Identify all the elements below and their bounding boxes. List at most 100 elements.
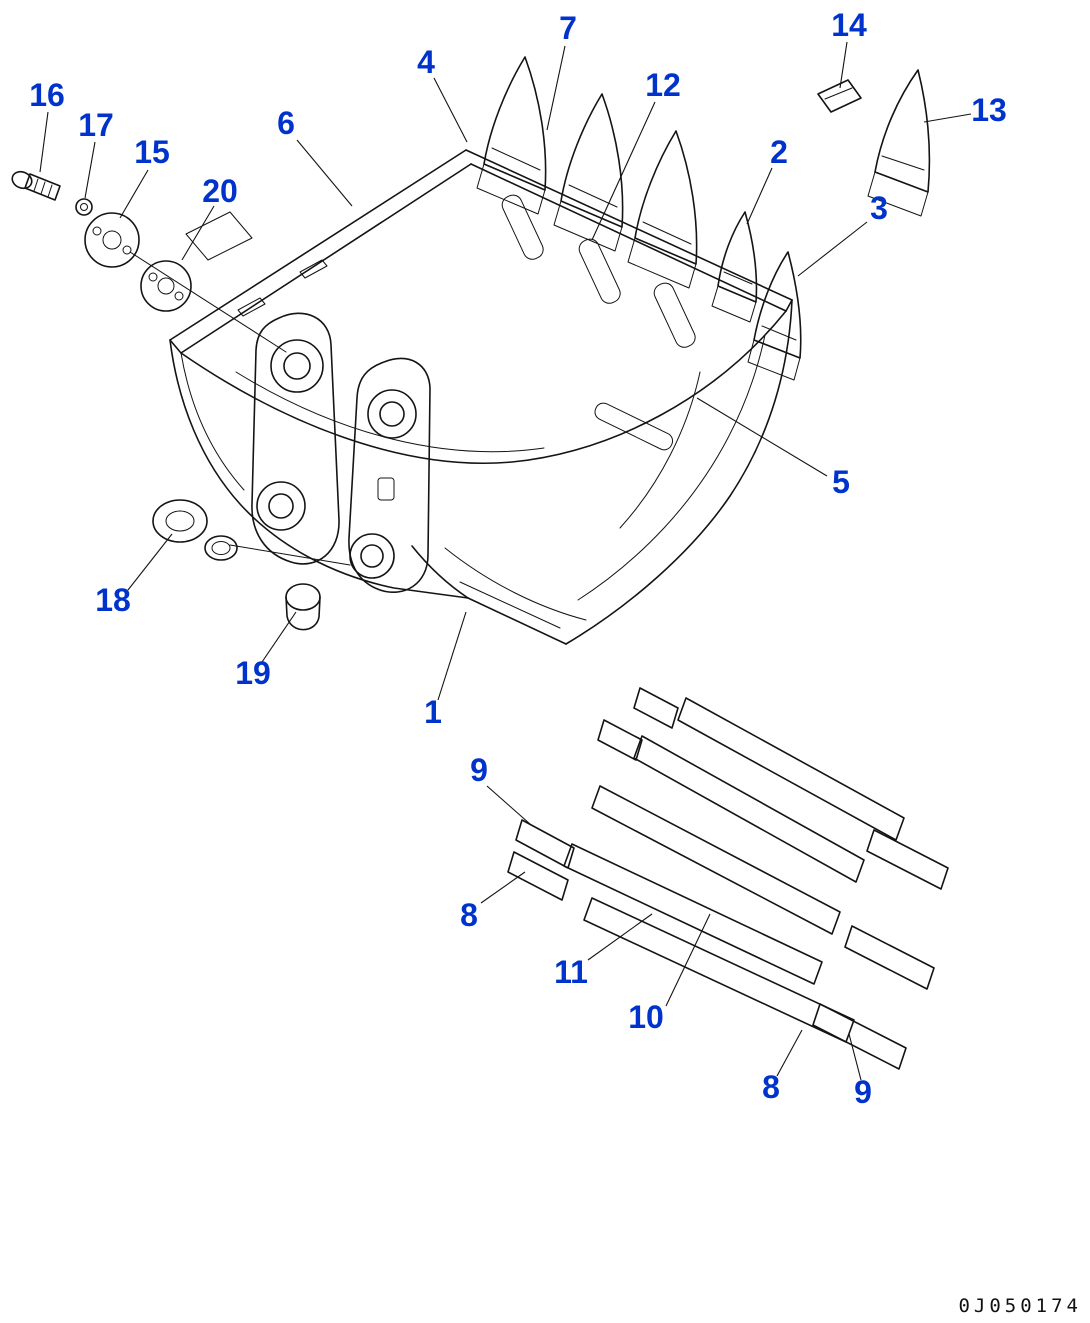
bucket-assembly-art	[11, 56, 949, 1070]
side-cutter-base	[711, 285, 757, 323]
hinge-boss	[349, 533, 395, 579]
washer-hole	[80, 203, 88, 211]
bolt-head	[11, 170, 33, 190]
wear-strip	[677, 697, 905, 841]
bushing-ring	[204, 535, 238, 561]
hinge-pin-hole	[283, 352, 311, 380]
bolt-shaft	[24, 173, 61, 201]
callout-10: 10	[628, 999, 664, 1035]
shim-bolt-hole	[122, 245, 132, 255]
spare-tooth-base	[867, 171, 929, 217]
callout-9-right: 9	[854, 1074, 872, 1110]
leader-16	[39, 111, 49, 173]
callout-13: 13	[971, 92, 1007, 128]
cutting-edge-inner	[459, 581, 561, 629]
wear-strip-segment	[866, 829, 949, 890]
leader-11	[587, 913, 653, 961]
assembly-guide-line	[229, 544, 351, 566]
wear-strip	[563, 843, 823, 985]
bracket-slot	[377, 477, 395, 501]
callout-8-right: 8	[762, 1069, 780, 1105]
bucket-shell-curve-line	[619, 371, 701, 529]
leader-18	[127, 533, 173, 591]
wear-strip-segment	[507, 851, 569, 901]
bucket-tooth	[483, 56, 547, 191]
leader-8-right	[776, 1029, 803, 1077]
spare-tooth-line	[881, 155, 925, 171]
wear-strip-segment	[633, 687, 679, 729]
leader-17	[84, 141, 96, 199]
leader-2	[746, 167, 773, 225]
wear-strip-segment	[812, 1003, 907, 1070]
shim-center-hole	[102, 230, 122, 250]
hinge-boss	[256, 481, 306, 531]
tooth-locking-plate-line	[824, 87, 853, 100]
shim-bolt-hole	[92, 226, 102, 236]
washer	[75, 198, 93, 216]
hinge-bracket	[251, 312, 340, 565]
callout-9-left: 9	[470, 752, 488, 788]
wear-strip	[591, 785, 841, 935]
back-rail-slot	[299, 259, 328, 279]
callout-19: 19	[235, 655, 271, 691]
cutting-edge-outer	[467, 597, 567, 645]
hinge-boss	[270, 339, 324, 393]
callout-18: 18	[95, 582, 131, 618]
bucket-left-side-inner	[180, 352, 245, 491]
hinge-pin-hole	[268, 493, 294, 519]
tooth-locking-plate	[817, 79, 862, 113]
bolt-thread	[33, 178, 39, 192]
shim-bolt-hole	[148, 272, 158, 282]
bucket-lip-inner	[470, 163, 787, 312]
leader-15	[119, 169, 149, 219]
spare-tooth	[874, 69, 931, 193]
corner-tooth-base	[747, 339, 801, 381]
side-cutter-line	[723, 271, 753, 285]
tooth-adapter-base	[553, 200, 623, 252]
bushing-bore	[165, 510, 195, 532]
bushing-body	[285, 596, 321, 631]
bushing-top	[285, 583, 321, 611]
leader-12	[591, 101, 656, 241]
bucket-shell-outer-edge	[565, 299, 793, 645]
bucket-interior-rib	[235, 371, 545, 453]
callout-20: 20	[202, 173, 238, 209]
wear-strip-segment	[515, 819, 575, 869]
bucket-lip-outer	[465, 149, 793, 301]
shim-plate	[84, 212, 140, 268]
leader-20	[181, 205, 215, 261]
bucket-lip-end	[785, 299, 793, 312]
hinge-bracket	[348, 357, 431, 594]
bushing-ring-bore	[211, 541, 231, 555]
callout-14: 14	[831, 7, 867, 43]
leader-13	[923, 113, 972, 123]
leader-14	[839, 41, 848, 89]
bucket-bottom-curve-line	[444, 547, 587, 621]
leader-5	[696, 397, 828, 477]
bushing-flange	[152, 499, 208, 543]
shim-backing-plate	[185, 211, 253, 261]
leader-1	[437, 611, 467, 701]
leader-8-left	[480, 871, 526, 904]
bucket-bottom-left-curve	[411, 545, 469, 599]
leader-4	[433, 77, 468, 143]
hinge-boss	[367, 389, 417, 439]
wear-strip-segment	[597, 719, 643, 761]
callout-labels: 16 17 15 20 6 4 7 12 2 14 13 3 5 18 19 1…	[29, 7, 1007, 1110]
side-plate-slot	[594, 402, 674, 451]
shim-bolt-hole	[174, 291, 184, 301]
callout-7: 7	[559, 10, 577, 46]
corner-tooth	[753, 251, 802, 359]
leader-10	[665, 913, 711, 1007]
tooth-adapter-base	[476, 163, 546, 215]
hinge-pin-hole	[379, 401, 405, 427]
callout-12: 12	[645, 67, 681, 103]
corner-tooth-line	[761, 325, 797, 341]
leader-3	[797, 221, 868, 277]
callout-4: 4	[417, 44, 435, 80]
callout-11: 11	[554, 954, 588, 990]
bucket-back-rail-inner	[180, 163, 472, 354]
shim-plate	[140, 260, 192, 312]
tooth-socket-line	[568, 184, 618, 208]
